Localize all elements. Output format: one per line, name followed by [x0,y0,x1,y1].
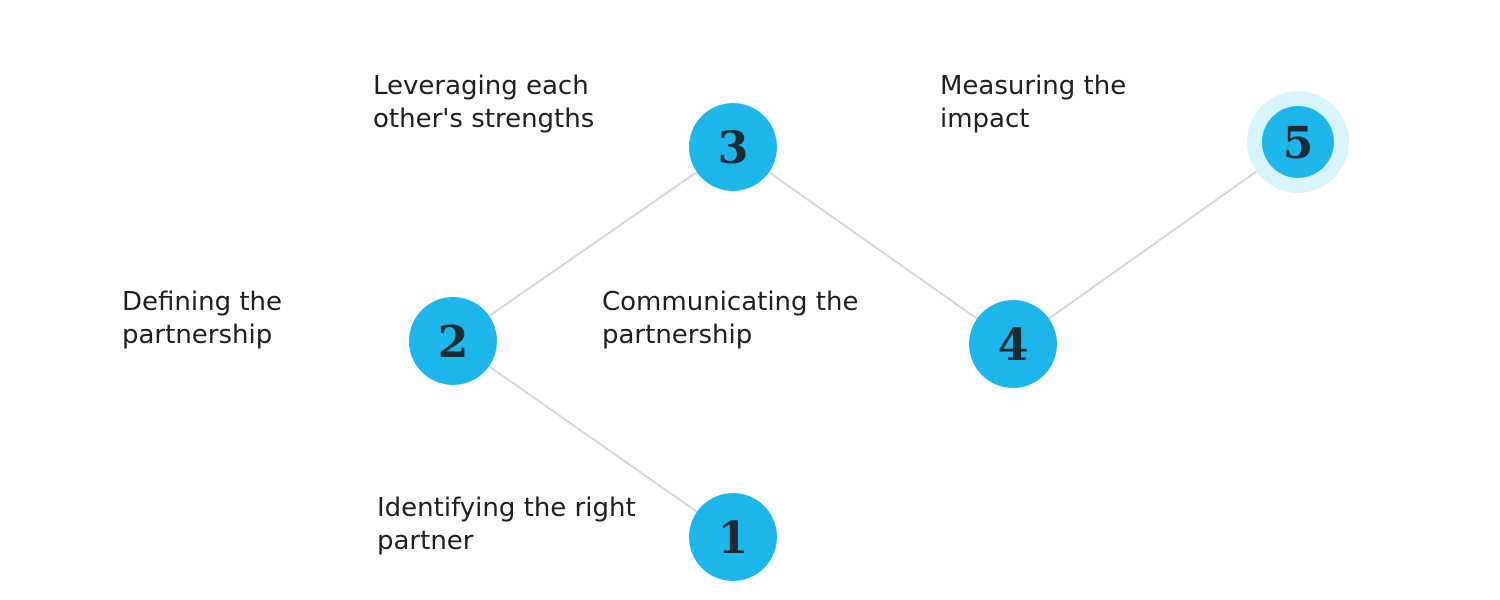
connector-4-5 [1012,141,1299,345]
step-5-circle [1262,106,1334,178]
step-3-number: 3 [718,123,749,174]
connector-2-1 [452,340,734,538]
step-5-number: 5 [1283,118,1314,169]
step-3-label: Leveraging each other's strengths [373,71,595,134]
step-node-4: 4 [969,300,1057,388]
connector-3-4 [732,146,1014,345]
step-node-5: 5 [1262,106,1334,178]
step-node-3: 3 [689,103,777,191]
step-4-number: 4 [998,320,1029,371]
step-3-circle [689,103,777,191]
step-2-number: 2 [438,317,469,368]
step-5-label: Measuring the impact [940,71,1127,134]
step-1-label: Identifying the right partner [377,493,636,556]
step-1-circle [689,493,777,581]
step-4-circle [969,300,1057,388]
step-1-number: 1 [718,513,749,564]
connector-2-3 [452,146,734,342]
step-4-label: Communicating the partnership [602,287,859,350]
step-node-2: 2 [409,297,497,385]
step-2-label: Defining the partnership [122,287,283,350]
step-node-1: 1 [689,493,777,581]
step-2-circle [409,297,497,385]
